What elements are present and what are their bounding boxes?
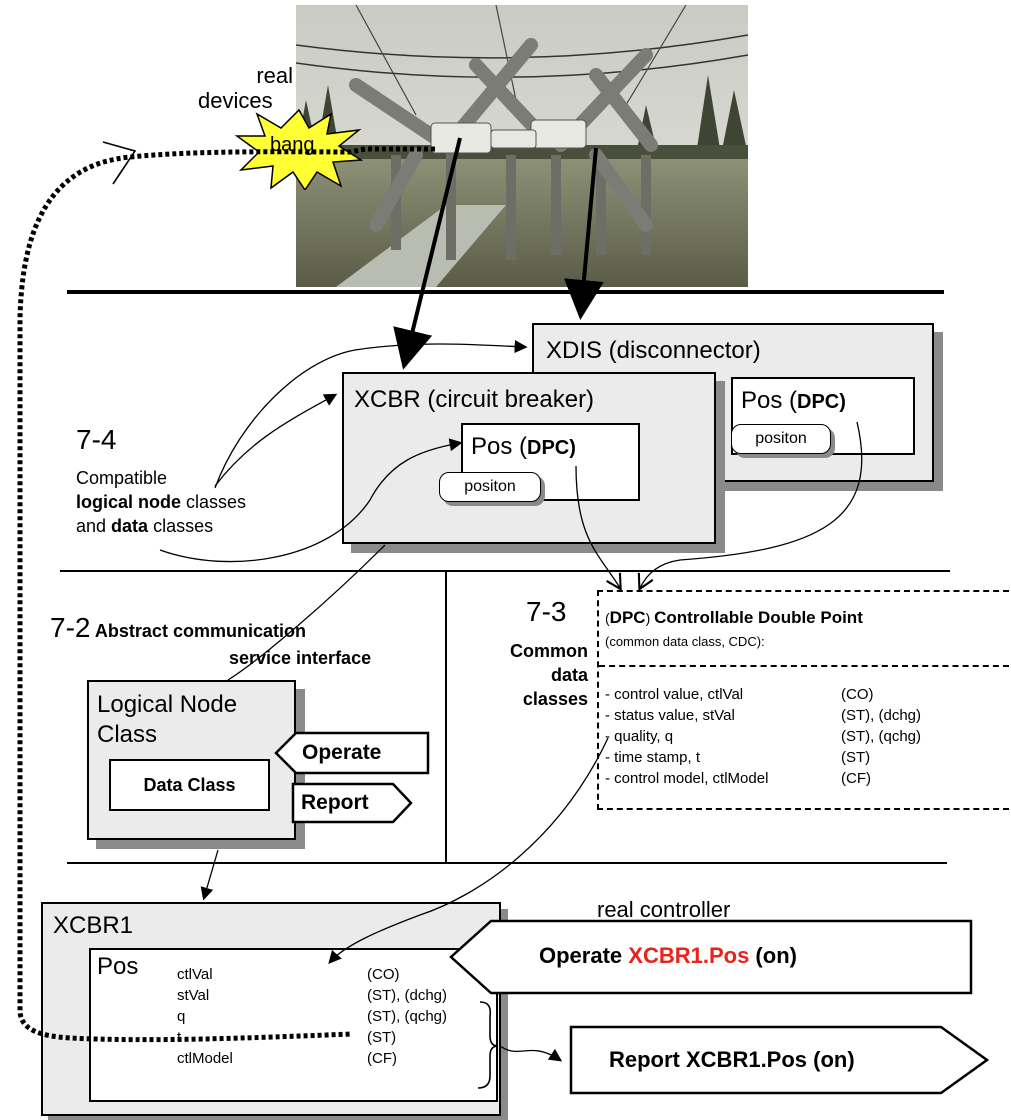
xcbr1-row-type: (ST) [367,1029,397,1046]
ln-class-to-xcbr1-arrow [200,849,219,901]
ln-class-title: Logical Node Class [97,691,238,748]
brace-to-report-curve [499,1045,563,1062]
dotted-loop-arrowhead [102,141,137,185]
real-label: real [256,63,293,88]
section-7-4-number: 7-4 [76,424,117,455]
real-devices-label: real [233,62,293,90]
substation-photo [296,5,748,287]
bang-label: bang [270,134,315,156]
cdc-row-type: (ST) [841,749,871,766]
report-command-label: Report XCBR1.Pos (on) [609,1047,855,1072]
cdc-row-name: - time stamp, t [605,749,701,766]
xcbr1-row-name: t [177,1029,182,1046]
cdc-row-name: - status value, stVal [605,707,735,724]
xcbr1-pos-label: Pos [97,953,139,980]
xcbr1-pos-box: Pos ctlVal (CO) stVal (ST), (dchg) q (ST), (q… [89,948,498,1102]
devices-label: devices [198,88,273,113]
xcbr1-row-name: ctlVal [177,966,213,983]
cdc-dpc-box: (DPC) Controllable Double Point (common … [597,590,1009,810]
section-7-4-text: Compatible logical node classes and data… [76,466,246,538]
xcbr1-row-type: (ST), (qchg) [367,1008,448,1025]
section-7-3-number: 7-3 [526,596,567,627]
operate-service-button[interactable]: Operate [274,731,430,775]
top-divider [67,290,944,294]
cdc-row-name: - control model, ctlModel [605,770,769,787]
section-7-2-heading: 7-2 Abstract communication [50,612,306,643]
cdc-row-type: (ST), (qchg) [841,728,922,745]
section-vertical-divider [445,570,447,862]
xcbr-pos-label: Pos (DPC) [471,433,576,460]
cdc-row-type: (ST), (dchg) [841,707,922,724]
operate-command-button[interactable]: Operate XCBR1.Pos (on) [449,919,973,995]
section-7-2-line2: service interface [229,648,372,668]
xcbr1-title: XCBR1 [53,912,134,939]
xcbr1-row-name: q [177,1008,186,1025]
cdc-row-name: - control value, ctlVal [605,686,744,703]
cdc-subheader: (common data class, CDC): [605,634,765,649]
report-command-button[interactable]: Report XCBR1.Pos (on) [569,1025,989,1095]
logical-node-class-box: Logical Node Class Data Class [87,680,296,840]
xcbr-title: XCBR (circuit breaker) [354,386,595,413]
cdc-row-name: - quality, q [605,728,674,745]
xcbr1-row-type: (CO) [367,966,400,983]
xcbr1-row-name: stVal [177,987,210,1004]
xdis-positon-pill: positon [731,424,831,454]
xcbr-box: XCBR (circuit breaker) Pos (DPC) positon [342,372,716,544]
xdis-title: XDIS (disconnector) [546,337,761,364]
xcbr1-box: XCBR1 Pos ctlVal (CO) stVal (ST), (dchg) q (S… [41,902,501,1116]
section-7-4-line1: Compatible [76,468,168,488]
section-7-4-line2: logical node classes [76,492,247,512]
operate-command-target: XCBR1.Pos [628,943,750,968]
cdc-row-type: (CF) [841,770,871,787]
operate-command-label: Operate XCBR1.Pos (on) [539,943,797,968]
middle-divider [60,570,950,572]
cdc-row-type: (CO) [841,686,874,703]
xcbr-positon-pill: positon [439,472,541,502]
report-service-button[interactable]: Report [291,782,413,824]
xcbr1-row-type: (ST), (dchg) [367,987,448,1004]
report-service-label: Report [301,791,369,814]
section-7-4-line3: and data classes [76,516,214,536]
real-controller-label: real controller [597,897,731,922]
cdc-separator [599,665,1009,667]
xcbr1-row-name: ctlModel [177,1050,233,1067]
section-7-3-text: Common data classes [510,641,588,709]
lower-divider [67,862,947,864]
data-class-box: Data Class [109,759,270,811]
cdc-header: (DPC) Controllable Double Point [605,608,863,627]
xcbr1-row-type: (CF) [367,1050,397,1067]
operate-service-label: Operate [302,741,382,764]
xdis-pos-label: Pos (DPC) [741,387,846,414]
